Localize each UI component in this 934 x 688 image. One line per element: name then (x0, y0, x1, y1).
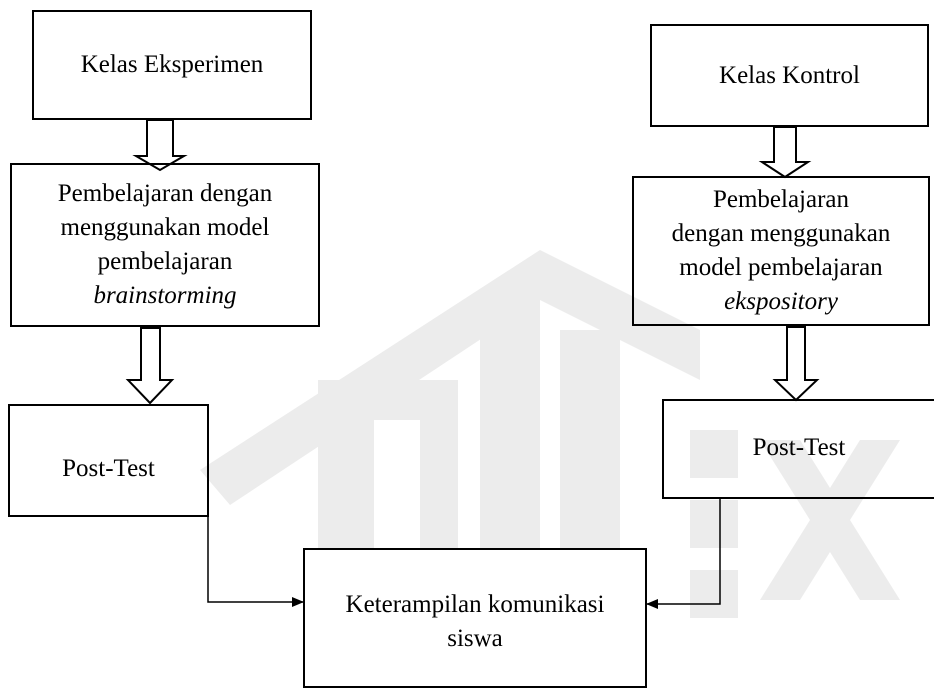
pembelajaran-eksperimen-line3: pembelajaran (97, 248, 233, 275)
pembelajaran-kontrol-model-name: ekspository (724, 288, 838, 315)
node-kelas-kontrol: Kelas Kontrol (650, 24, 929, 127)
connector-left-to-outcome (207, 480, 304, 607)
pembelajaran-kontrol-line3: model pembelajaran (679, 254, 883, 281)
pembelajaran-kontrol-line2: dengan menggunakan (671, 220, 891, 247)
hollow-arrow-kon-1 (758, 126, 812, 179)
pembelajaran-kontrol-line1: Pembelajaran (712, 186, 850, 213)
hollow-arrow-exp-2 (125, 327, 175, 405)
pembelajaran-eksperimen-model-name: brainstorming (93, 282, 237, 309)
node-kelas-eksperimen-label: Kelas Eksperimen (80, 51, 264, 78)
node-kelas-kontrol-label: Kelas Kontrol (719, 61, 860, 89)
node-post-test-kontrol: Post-Test (662, 399, 934, 499)
node-post-test-eksperimen: Post-Test (8, 404, 209, 517)
node-pembelajaran-eksperimen: Pembelajaran dengan menggunakan model pe… (10, 163, 320, 327)
node-keterampilan-komunikasi: Keterampilan komunikasi siswa (303, 548, 647, 688)
connector-right-to-outcome (646, 499, 721, 609)
pembelajaran-eksperimen-line1: Pembelajaran dengan (57, 180, 273, 207)
post-test-kontrol-label: Post-Test (752, 434, 846, 461)
pembelajaran-eksperimen-line2: menggunakan model (60, 214, 270, 241)
outcome-line1: Keterampilan komunikasi (345, 591, 605, 618)
node-pembelajaran-kontrol: Pembelajaran dengan menggunakan model pe… (632, 176, 930, 326)
hollow-arrow-kon-2 (772, 326, 820, 402)
outcome-line2: siswa (447, 625, 503, 652)
node-kelas-eksperimen: Kelas Eksperimen (32, 10, 312, 120)
post-test-eksperimen-label: Post-Test (62, 455, 155, 482)
